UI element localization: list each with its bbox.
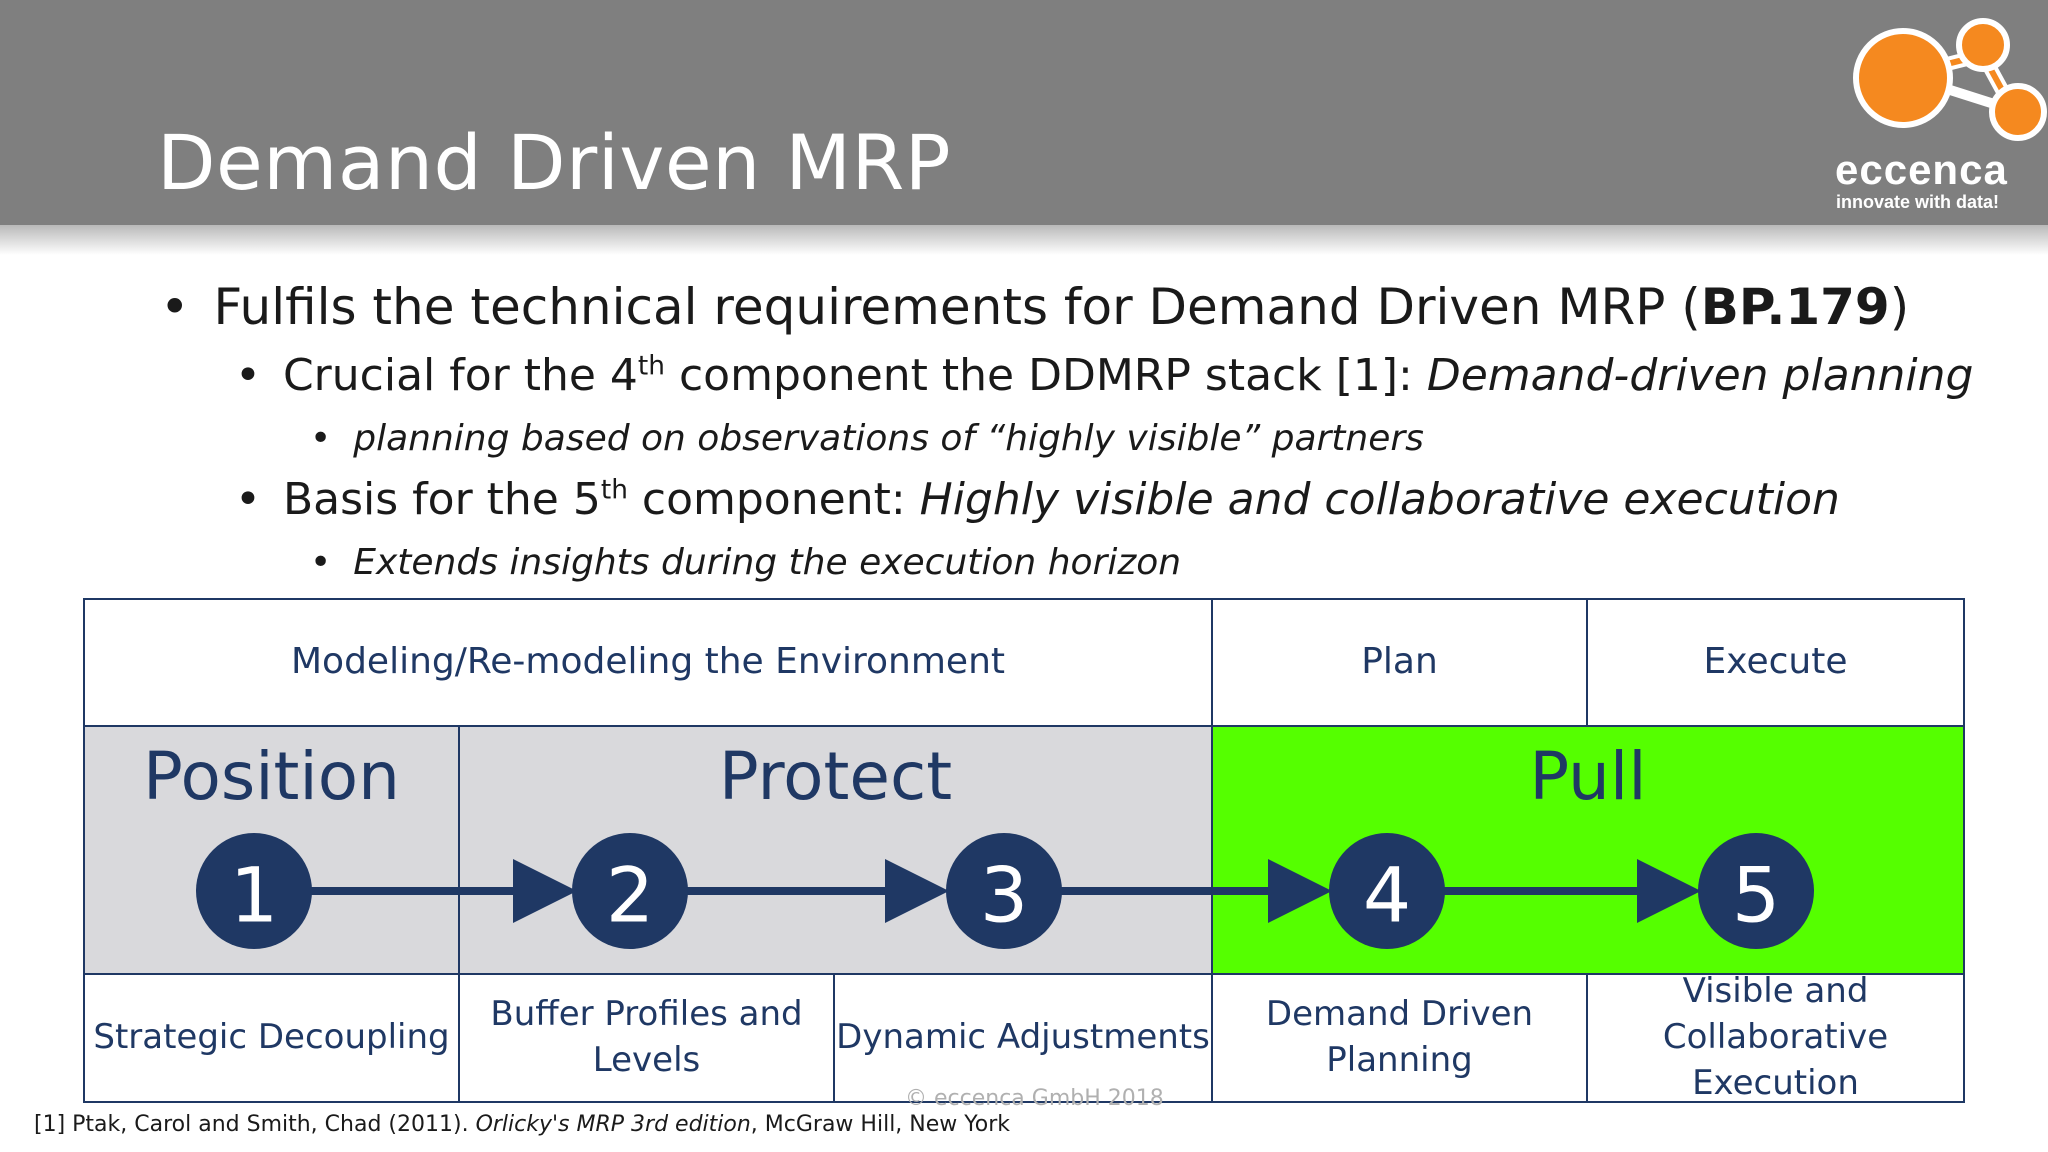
bullet-2-mid: component the DDMRP stack [1]: (665, 350, 1427, 401)
step-3-number: 3 (980, 851, 1028, 940)
bullet-1: • Fulfils the technical requirements for … (160, 278, 1909, 336)
header-bar (0, 0, 2048, 225)
component-strategic-decoupling: Strategic Decoupling (83, 973, 460, 1103)
phase-protect-label: Protect (718, 738, 953, 815)
component-dynamic-adjustments: Dynamic Adjustments (833, 973, 1213, 1103)
logo-wordmark: eccenca (1835, 146, 2008, 193)
slide-title: Demand Driven MRP (157, 118, 952, 207)
footnote-pre: [1] Ptak, Carol and Smith, Chad (2011). (34, 1112, 476, 1137)
bullet-dot: • (235, 350, 261, 401)
bullet-3-text: planning based on observations of “highl… (353, 418, 1424, 459)
bullet-dot: • (160, 278, 190, 336)
step-4-circle (1329, 833, 1445, 949)
step-4-number: 4 (1363, 851, 1411, 940)
step-1-number: 1 (230, 851, 278, 940)
step-5-number: 5 (1732, 851, 1780, 940)
bullet-4-sup: th (600, 474, 628, 506)
bullet-2: • Crucial for the 4th component the DDMRP… (235, 350, 1973, 401)
bullet-dot: • (235, 474, 261, 525)
bullet-2-sup: th (637, 350, 665, 382)
phase-pull-label: Pull (1529, 738, 1647, 815)
bullet-4-pre: Basis for the 5 (282, 474, 601, 525)
component-buffer-profiles: Buffer Profiles and Levels (458, 973, 835, 1103)
bullet-5-text: Extends insights during the execution ho… (353, 542, 1182, 583)
bullet-4-italic: Highly visible and collaborative executi… (919, 474, 1840, 525)
header-modeling: Modeling/Re-modeling the Environment (83, 598, 1213, 727)
phase-position-label: Position (143, 738, 400, 815)
copyright-notice: © eccenca GmbH 2018 (905, 1086, 1164, 1111)
step-3-circle (946, 833, 1062, 949)
bullet-5: • Extends insights during the execution h… (310, 542, 1181, 583)
bullet-1-bold: BP.179 (1700, 278, 1890, 336)
phase-pull-cell (1211, 725, 1965, 975)
step-5-circle (1698, 833, 1814, 949)
bullet-2-italic: Demand-driven planning (1426, 350, 1974, 401)
bullet-2-pre: Crucial for the 4 (282, 350, 638, 401)
footnote-italic: Orlicky's MRP 3rd edition (475, 1112, 751, 1137)
phase-protect-cell (458, 725, 1213, 975)
header-execute: Execute (1586, 598, 1965, 727)
component-visible-execution: Visible and Collaborative Execution (1586, 971, 1965, 1103)
process-flow-arrows: 1 2 3 4 5 (196, 833, 1814, 949)
footnote-post: , McGraw Hill, New York (750, 1112, 1011, 1137)
bullet-4-mid: component: (627, 474, 920, 525)
header-shadow (0, 225, 2048, 255)
bullet-dot: • (310, 542, 332, 583)
bullet-3: • planning based on observations of “high… (310, 418, 1424, 459)
ddmrp-diagram: Modeling/Re-modeling the Environment Pla… (83, 598, 1965, 1103)
step-2-number: 2 (606, 851, 654, 940)
component-demand-driven-planning: Demand Driven Planning (1211, 973, 1588, 1103)
bullet-dot: • (310, 418, 332, 459)
step-2-circle (572, 833, 688, 949)
bullet-1-end: ) (1889, 278, 1910, 336)
logo-tagline: innovate with data! (1836, 192, 2000, 212)
step-1-circle (196, 833, 312, 949)
bullet-4: • Basis for the 5th component: Highly vis… (235, 474, 1840, 525)
eccenca-logo-icon (1853, 18, 2047, 141)
reference-footnote: [1] Ptak, Carol and Smith, Chad (2011). … (34, 1112, 1010, 1137)
bullet-1-text: Fulfils the technical requirements for D… (213, 278, 1701, 336)
header-plan: Plan (1211, 598, 1588, 727)
